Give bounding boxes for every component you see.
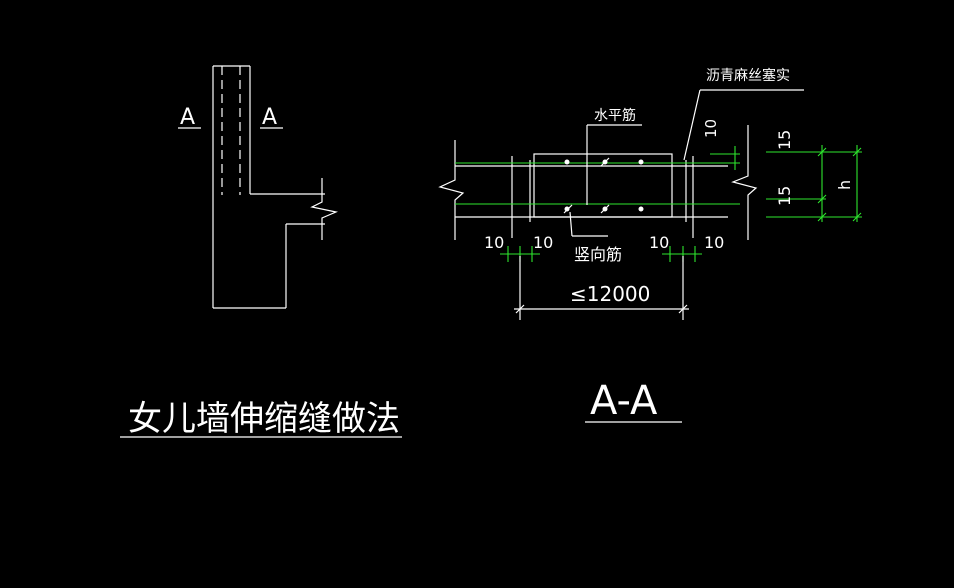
- callout-vertical-bar-label: 竖向筋: [574, 245, 622, 264]
- dim-10-a: 10: [484, 233, 504, 252]
- dim-length-group: [514, 256, 689, 320]
- callout-asphalt-label: 沥青麻丝塞实: [706, 67, 790, 84]
- dim-length: ≤12000: [570, 282, 650, 306]
- callout-asphalt-group: 沥青麻丝塞实: [683, 67, 804, 161]
- section-mark-right-group: A: [260, 105, 283, 130]
- callout-horizontal-bar-label: 水平筋: [594, 107, 636, 124]
- section-mark-left: A: [180, 105, 195, 130]
- dim-10-c: 10: [649, 233, 669, 252]
- left-view-title: 女儿墙伸缩缝做法: [128, 399, 400, 439]
- callout-vertical-bar-group: 竖向筋: [569, 211, 622, 264]
- dim-joint-top: 10: [702, 119, 720, 138]
- dim-10-d: 10: [704, 233, 724, 252]
- dim-right-vertical-group: [710, 145, 862, 222]
- section-mark-left-group: A: [178, 105, 201, 130]
- section-mark-right: A: [262, 105, 277, 130]
- section-title: A-A: [590, 378, 658, 424]
- dim-bottom-joint-group: [500, 246, 702, 262]
- dim-15-bottom: 15: [775, 186, 794, 206]
- parapet-elevation: [212, 65, 338, 309]
- dim-h: h: [835, 180, 854, 190]
- section-a-a-drawing: [438, 125, 758, 240]
- callout-horizontal-bar-group: 水平筋: [586, 107, 642, 205]
- dim-10-b: 10: [533, 233, 553, 252]
- dim-15-top: 15: [775, 130, 794, 150]
